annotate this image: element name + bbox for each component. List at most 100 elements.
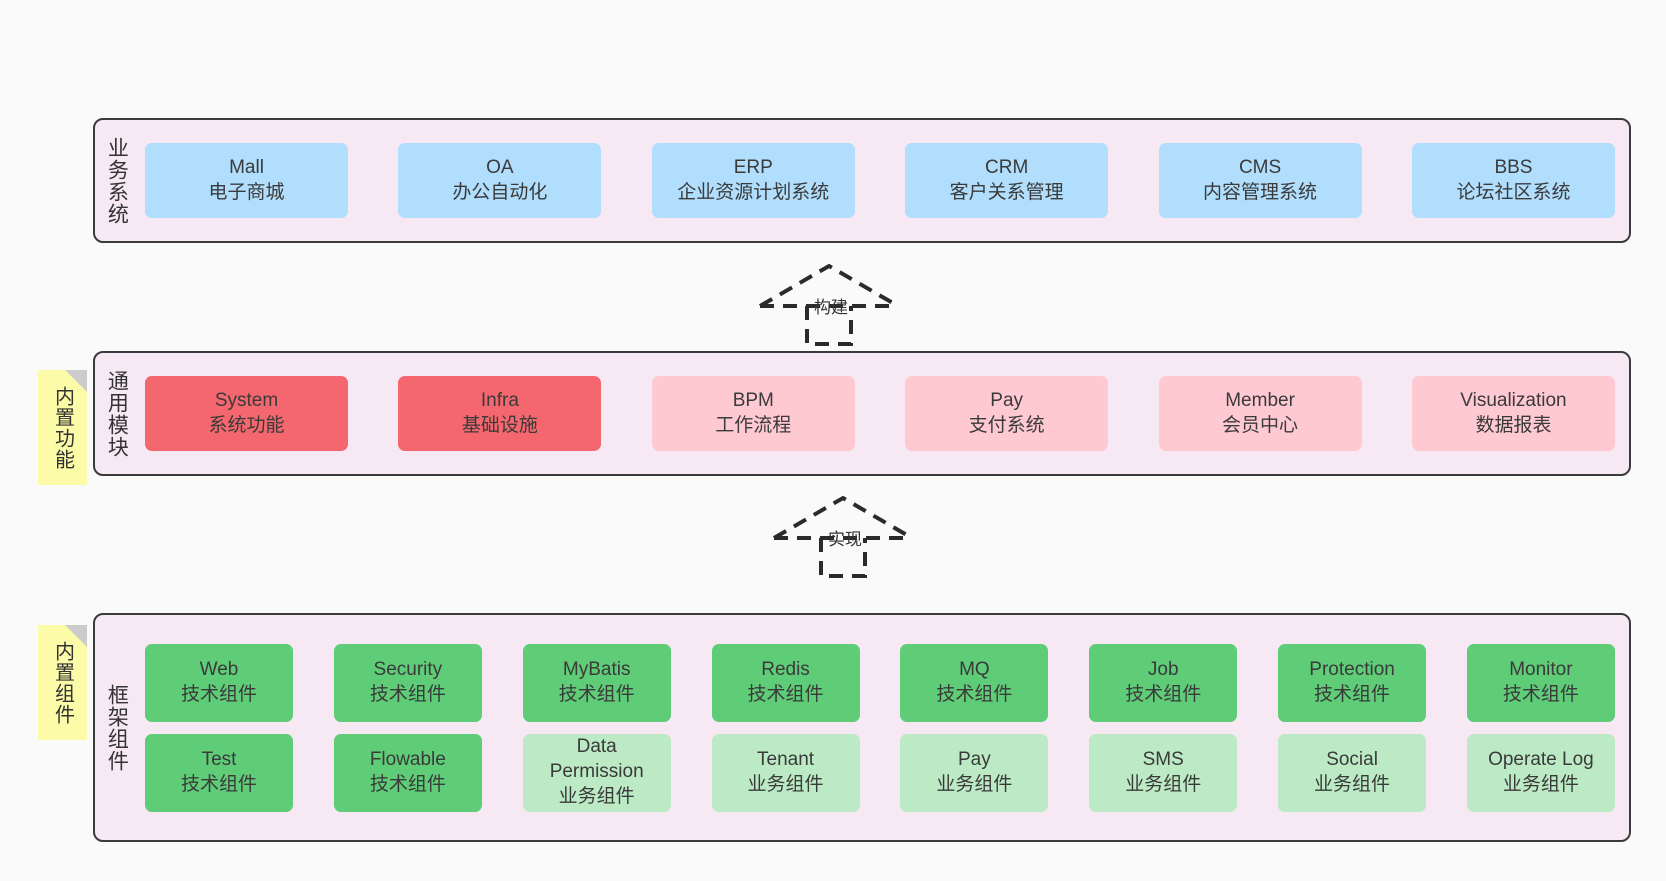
- box-subtitle: 数据报表: [1475, 414, 1552, 436]
- common-module-box-system[interactable]: System 系统功能: [145, 376, 348, 451]
- box-title: BBS: [1494, 156, 1533, 178]
- business-system-box-cms[interactable]: CMS 内容管理系统: [1158, 143, 1362, 218]
- framework-component-box-job[interactable]: Job 技术组件: [1089, 643, 1238, 722]
- framework-component-box-tenant[interactable]: Tenant 业务组件: [711, 733, 860, 812]
- box-title: Monitor: [1509, 658, 1573, 680]
- box-subtitle: 客户关系管理: [949, 181, 1064, 203]
- common-module-box-infra[interactable]: Infra 基础设施: [398, 376, 602, 451]
- framework-component-box-flowable[interactable]: Flowable 技术组件: [333, 733, 482, 812]
- box-subtitle: 支付系统: [968, 414, 1045, 436]
- box-subtitle: 技术组件: [180, 683, 257, 705]
- box-subtitle: 技术组件: [936, 683, 1013, 705]
- box-title: Web: [199, 658, 239, 680]
- box-title: CRM: [985, 156, 1029, 178]
- box-subtitle: 企业资源计划系统: [677, 181, 830, 203]
- box-subtitle: 技术组件: [1125, 683, 1202, 705]
- framework-component-box-mybatis[interactable]: MyBatis 技术组件: [522, 643, 671, 722]
- common-module-box-pay[interactable]: Pay 支付系统: [905, 376, 1109, 451]
- box-title: Data Permission: [549, 736, 644, 783]
- framework-component-box-operate-log[interactable]: Operate Log 业务组件: [1466, 733, 1615, 812]
- framework-component-box-mq[interactable]: MQ 技术组件: [900, 643, 1049, 722]
- business-system-box-bbs[interactable]: BBS 论坛社区系统: [1411, 143, 1615, 218]
- note-builtin-components-text: 内置组件: [51, 640, 74, 725]
- layer-framework-components: 框架组件 Web 技术组件 Security 技术组件 MyBatis 技术组件 Redis…: [93, 613, 1631, 842]
- connector-implement-arrow: 实现: [770, 494, 916, 578]
- business-system-box-mall[interactable]: Mall 电子商城: [145, 143, 348, 218]
- box-title: Visualization: [1460, 389, 1567, 411]
- note-builtin-features: 内置功能: [38, 370, 87, 485]
- box-title: Pay: [958, 748, 991, 770]
- box-subtitle: 技术组件: [369, 773, 446, 795]
- business-system-box-crm[interactable]: CRM 客户关系管理: [905, 143, 1109, 218]
- framework-component-box-security[interactable]: Security 技术组件: [333, 643, 482, 722]
- box-subtitle: 技术组件: [180, 773, 257, 795]
- framework-component-box-social[interactable]: Social 业务组件: [1278, 733, 1427, 812]
- box-subtitle: 系统功能: [208, 414, 285, 436]
- box-subtitle: 技术组件: [369, 683, 446, 705]
- box-title: OA: [486, 156, 514, 178]
- note-fold-corner-icon: [65, 370, 87, 392]
- note-builtin-features-text: 内置功能: [51, 385, 74, 470]
- box-title: Flowable: [369, 748, 446, 770]
- box-subtitle: 电子商城: [208, 181, 285, 203]
- framework-component-box-web[interactable]: Web 技术组件: [145, 643, 293, 722]
- box-title: SMS: [1142, 748, 1184, 770]
- box-title: Security: [373, 658, 443, 680]
- common-module-box-member[interactable]: Member 会员中心: [1158, 376, 1362, 451]
- box-title: MyBatis: [562, 658, 631, 680]
- box-title: Job: [1147, 658, 1179, 680]
- box-subtitle: 会员中心: [1222, 414, 1299, 436]
- box-title: CMS: [1238, 156, 1282, 178]
- framework-component-box-test[interactable]: Test 技术组件: [145, 733, 293, 812]
- box-subtitle: 业务组件: [1314, 773, 1391, 795]
- box-title: Infra: [480, 389, 519, 411]
- box-title: Social: [1326, 748, 1378, 770]
- framework-component-box-sms[interactable]: SMS 业务组件: [1089, 733, 1238, 812]
- note-builtin-components: 内置组件: [38, 625, 87, 740]
- box-subtitle: 技术组件: [1502, 683, 1579, 705]
- box-title: Operate Log: [1488, 748, 1594, 770]
- box-subtitle: 基础设施: [461, 414, 538, 436]
- box-title: Pay: [990, 389, 1024, 411]
- business-system-box-erp[interactable]: ERP 企业资源计划系统: [651, 143, 855, 218]
- layer-framework-components-label: 框架组件: [105, 683, 129, 772]
- box-title: Test: [201, 748, 237, 770]
- layer-business-systems-label: 业务系统: [105, 136, 129, 225]
- box-subtitle: 业务组件: [747, 773, 824, 795]
- connector-build-label: 构建: [814, 298, 848, 317]
- box-title: Mall: [229, 156, 264, 178]
- connector-implement-label: 实现: [828, 530, 862, 549]
- box-subtitle: 内容管理系统: [1203, 181, 1318, 203]
- box-subtitle: 技术组件: [558, 683, 635, 705]
- box-title: MQ: [959, 658, 990, 680]
- box-subtitle: 论坛社区系统: [1456, 181, 1571, 203]
- common-module-box-visualization[interactable]: Visualization 数据报表: [1411, 376, 1615, 451]
- box-subtitle: 业务组件: [1125, 773, 1202, 795]
- note-fold-corner-icon: [65, 625, 87, 647]
- box-subtitle: 工作流程: [715, 414, 792, 436]
- box-subtitle: 业务组件: [1502, 773, 1579, 795]
- box-title: Member: [1225, 389, 1295, 411]
- box-title: Tenant: [757, 748, 815, 770]
- box-subtitle: 业务组件: [558, 785, 635, 807]
- box-title: ERP: [733, 156, 773, 178]
- framework-component-box-monitor[interactable]: Monitor 技术组件: [1466, 643, 1615, 722]
- layer-common-modules-label: 通用模块: [105, 369, 129, 458]
- box-title: System: [214, 389, 279, 411]
